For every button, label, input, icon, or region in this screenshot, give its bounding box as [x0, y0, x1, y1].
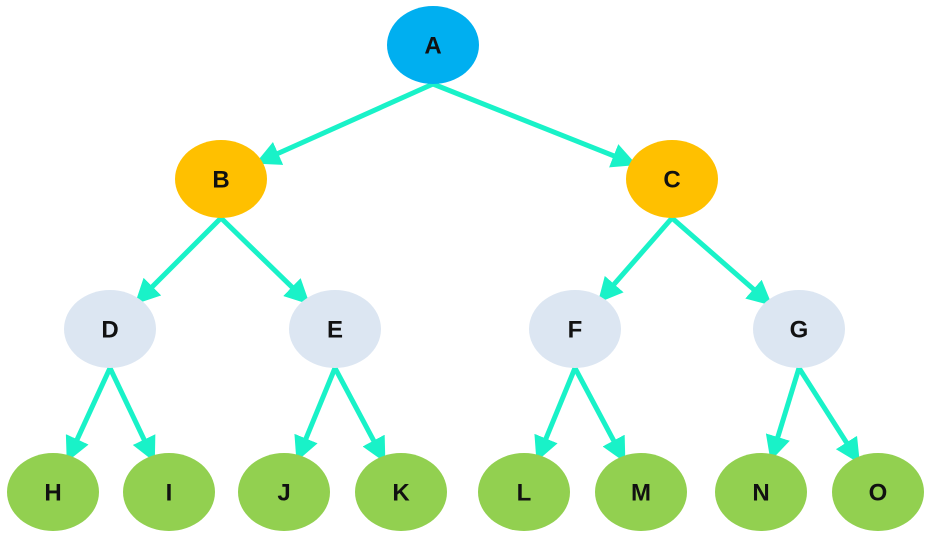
node-j-shape [238, 453, 330, 531]
node-m-label: M [631, 480, 651, 507]
nodes-layer: A B C D E F G H I J K L M N O [7, 6, 924, 531]
node-g: G [753, 290, 845, 368]
node-i-label: I [166, 480, 173, 507]
node-i: I [123, 453, 215, 531]
node-k-label: K [392, 480, 410, 507]
node-d-shape [64, 290, 156, 368]
node-h-shape [7, 453, 99, 531]
edge-d-h [65, 366, 113, 463]
node-g-shape [753, 290, 845, 368]
node-n-label: N [752, 480, 769, 507]
edge-g-o [796, 366, 860, 464]
edge-d-i [107, 366, 156, 463]
node-a-label: A [424, 33, 441, 60]
node-h: H [7, 453, 99, 531]
node-b-label: B [212, 167, 229, 194]
edge-a-b [255, 81, 435, 165]
node-f-shape [529, 290, 621, 368]
edge-c-g [670, 216, 773, 306]
node-m-shape [595, 453, 687, 531]
node-k-shape [355, 453, 447, 531]
node-o-shape [832, 453, 924, 531]
node-g-label: G [790, 317, 809, 344]
edge-g-n [765, 367, 802, 461]
node-b-shape [175, 140, 267, 218]
edge-f-m [572, 366, 626, 463]
node-n: N [715, 453, 807, 531]
node-a: A [387, 6, 479, 84]
node-d: D [64, 290, 156, 368]
edges-layer [65, 81, 860, 464]
edge-f-l [534, 367, 578, 462]
node-e-shape [289, 290, 381, 368]
node-i-shape [123, 453, 215, 531]
edge-e-k [332, 366, 386, 463]
node-l-shape [478, 453, 570, 531]
node-c-label: C [663, 167, 680, 194]
node-l-label: L [517, 480, 532, 507]
node-f-label: F [568, 317, 583, 344]
edge-b-e [219, 216, 310, 305]
node-j: J [238, 453, 330, 531]
node-f: F [529, 290, 621, 368]
node-m: M [595, 453, 687, 531]
node-o: O [832, 453, 924, 531]
edge-a-c [432, 81, 637, 168]
node-b: B [175, 140, 267, 218]
node-h-label: H [44, 480, 61, 507]
node-j-label: J [277, 480, 290, 507]
edge-e-j [294, 367, 338, 462]
node-o-label: O [869, 480, 888, 507]
node-n-shape [715, 453, 807, 531]
node-c-shape [626, 140, 718, 218]
node-a-shape [387, 6, 479, 84]
node-l: L [478, 453, 570, 531]
node-e: E [289, 290, 381, 368]
node-k: K [355, 453, 447, 531]
node-c: C [626, 140, 718, 218]
node-d-label: D [101, 317, 118, 344]
edge-b-d [134, 216, 223, 305]
edge-c-f [597, 216, 674, 303]
node-e-label: E [327, 317, 343, 344]
